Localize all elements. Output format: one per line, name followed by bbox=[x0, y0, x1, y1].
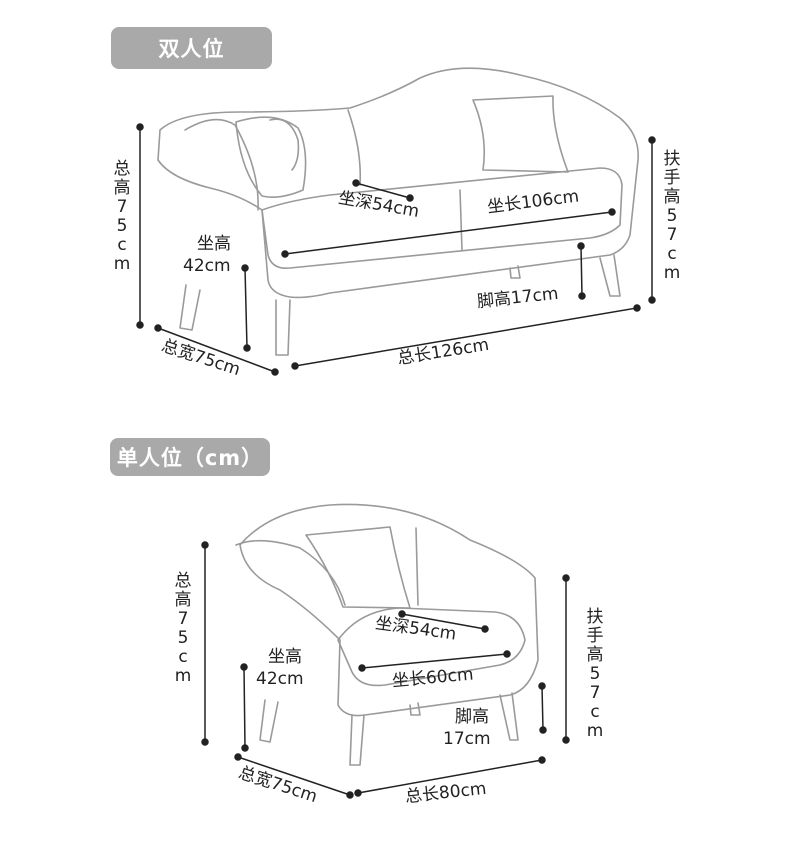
single-sofa-illustration bbox=[235, 503, 539, 766]
single-sofa-pillow bbox=[305, 526, 411, 609]
single-seat-height-line bbox=[243, 666, 246, 749]
single-seat-title-badge: 单人位（cm） bbox=[110, 438, 270, 476]
double-sofa-left-pillow bbox=[235, 116, 307, 198]
single-seat-height-value: 42cm bbox=[256, 669, 304, 689]
double-dimension-lines bbox=[136, 123, 656, 376]
single-total-length-line bbox=[357, 759, 543, 794]
double-seat-height-label: 坐高 bbox=[197, 234, 231, 254]
single-seat-height-label: 坐高 bbox=[268, 647, 302, 667]
single-total-height-label: 总高75cm bbox=[174, 571, 192, 686]
single-arm-height-label: 扶手高57cm bbox=[586, 607, 604, 741]
single-seat-length-line bbox=[361, 653, 508, 669]
double-sofa-back-seam bbox=[347, 109, 362, 186]
single-sofa-right-arm-seam bbox=[415, 527, 419, 606]
double-sofa-cushion-seam bbox=[459, 189, 463, 251]
double-sofa-leg-front-left bbox=[179, 284, 201, 331]
single-leg-height-line bbox=[541, 685, 544, 731]
double-total-length-line bbox=[294, 307, 638, 367]
double-sofa-leg-right bbox=[599, 254, 621, 297]
single-sofa-leg-back bbox=[409, 702, 421, 716]
double-seat-height-line bbox=[244, 267, 248, 349]
single-leg-height-value: 17cm bbox=[443, 729, 491, 749]
double-seat-height-value: 42cm bbox=[183, 256, 231, 276]
double-sofa-leg-front-right bbox=[275, 299, 291, 356]
double-seat-depth-line bbox=[355, 182, 411, 199]
single-total-width-line bbox=[237, 756, 351, 796]
double-sofa-pillow-strap bbox=[269, 118, 300, 171]
double-seat-length-line bbox=[284, 211, 613, 255]
single-sofa-leg-front-right bbox=[349, 714, 365, 766]
single-leg-height-label: 脚高 bbox=[455, 707, 489, 727]
double-sofa-right-pillow bbox=[472, 95, 569, 173]
double-total-height-label: 总高75cm bbox=[113, 159, 131, 274]
double-leg-height-line bbox=[580, 245, 583, 297]
single-sofa-leg-front-left bbox=[259, 699, 279, 743]
double-seat-title-badge: 双人位 bbox=[111, 27, 272, 69]
single-seat-depth-line bbox=[401, 613, 486, 630]
single-dimension-lines bbox=[201, 541, 570, 799]
single-sofa-seat bbox=[337, 607, 526, 687]
double-arm-height-label: 扶手高57cm bbox=[663, 149, 681, 283]
double-sofa-seat bbox=[261, 167, 623, 270]
single-sofa-left-arm bbox=[235, 539, 346, 606]
single-sofa-body bbox=[239, 503, 539, 717]
double-total-width-line bbox=[157, 327, 276, 373]
single-sofa-leg-right bbox=[499, 692, 519, 741]
double-sofa-leg-back bbox=[509, 265, 521, 279]
double-sofa-left-arm bbox=[184, 118, 259, 211]
double-sofa-illustration bbox=[157, 67, 639, 356]
